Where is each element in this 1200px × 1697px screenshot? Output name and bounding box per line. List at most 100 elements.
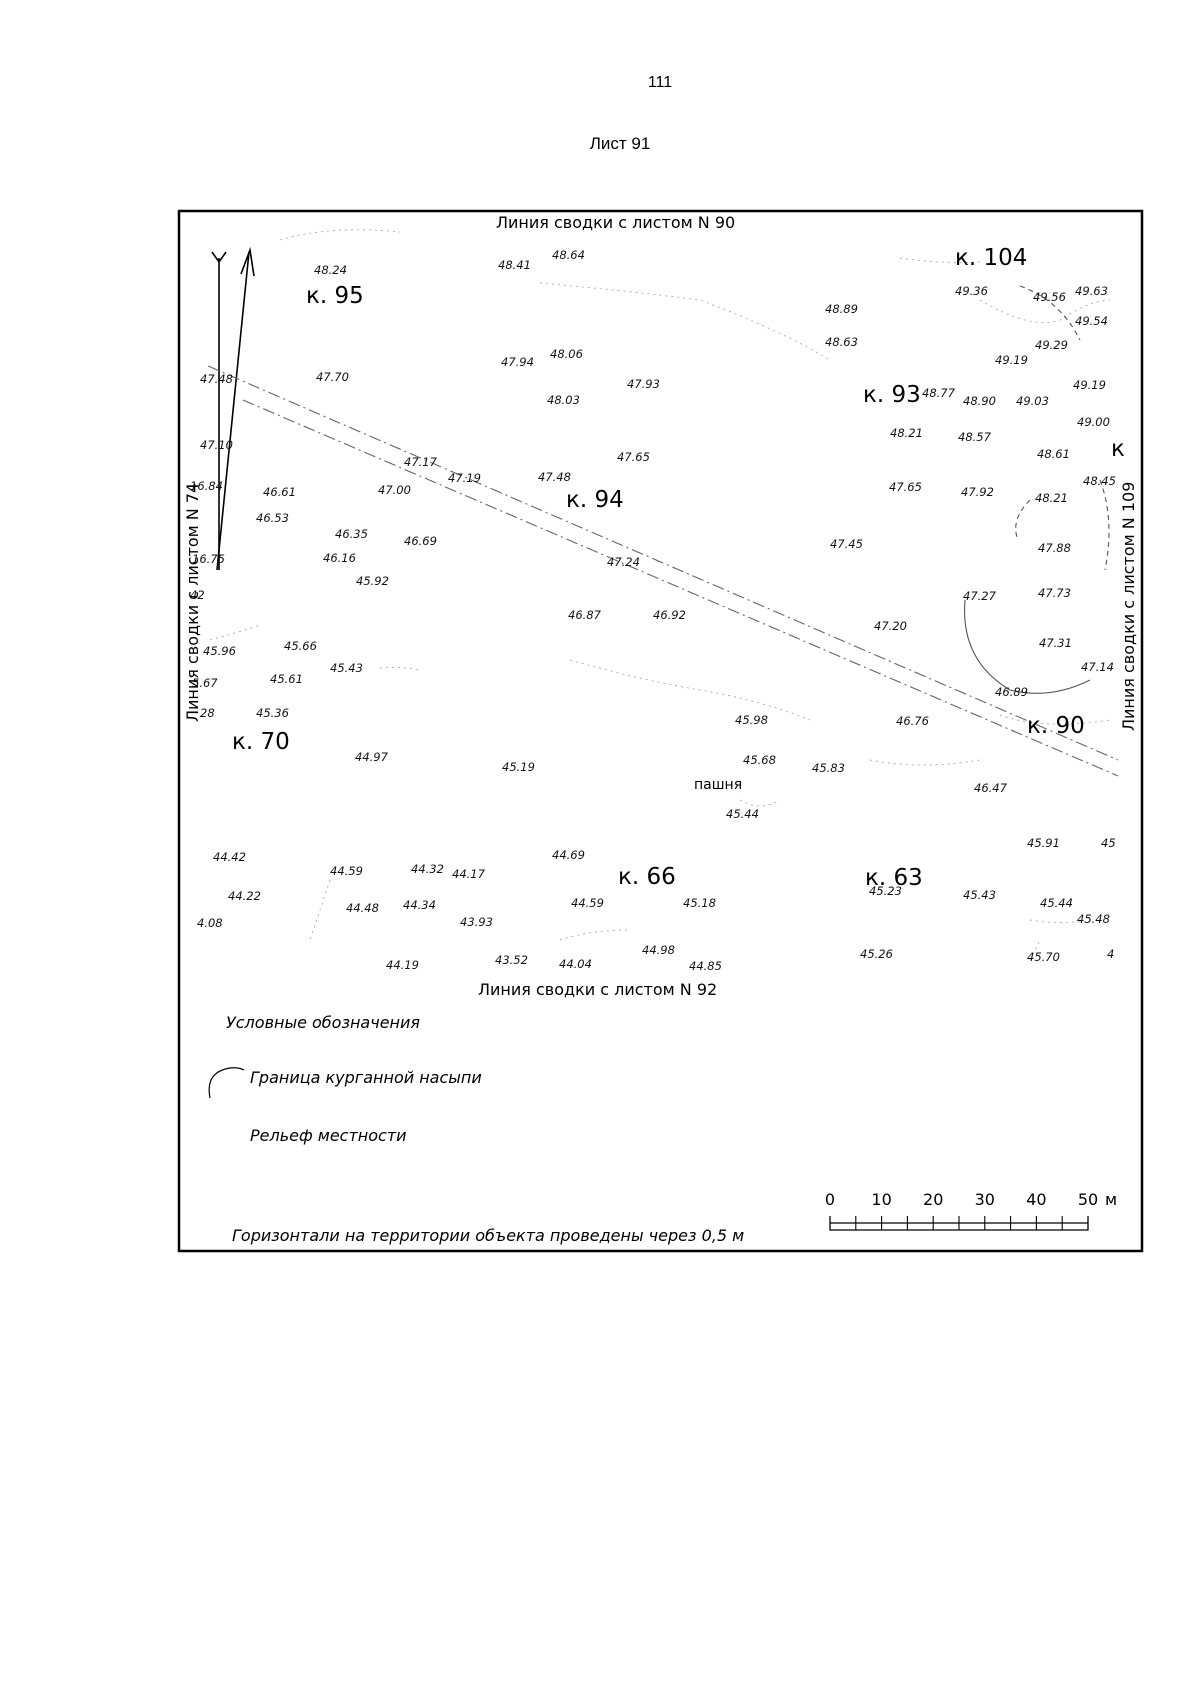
elevation-mark: 49.00 bbox=[1077, 415, 1110, 429]
elevation-mark: 47.24 bbox=[607, 555, 640, 569]
elevation-mark: 47.48 bbox=[200, 372, 233, 386]
elevation-mark: 44.34 bbox=[403, 898, 436, 912]
elevation-mark: 44.98 bbox=[642, 943, 675, 957]
border-label-top: Линия сводки с листом N 90 bbox=[496, 213, 735, 232]
elevation-mark: 45.19 bbox=[502, 760, 535, 774]
elevation-mark: 45.44 bbox=[1040, 896, 1073, 910]
elevation-mark: 45.66 bbox=[284, 639, 317, 653]
kurgan-label: к. 90 bbox=[1027, 713, 1085, 739]
elevation-mark: 45.70 bbox=[1027, 950, 1060, 964]
scale-bar-label: 20 bbox=[923, 1190, 943, 1209]
elevation-mark: 47.45 bbox=[830, 537, 863, 551]
elevation-mark: 4.08 bbox=[197, 916, 223, 930]
elevation-mark: 44.85 bbox=[689, 959, 722, 973]
elevation-mark: 47.27 bbox=[963, 589, 997, 603]
elevation-mark: 47.48 bbox=[538, 470, 571, 484]
elevation-mark: 45.96 bbox=[203, 644, 236, 658]
border-label-left: Линия сводки с листом N 74 bbox=[183, 483, 202, 722]
scale-bar-label: 10 bbox=[871, 1190, 891, 1209]
kurgan-label: к. 93 bbox=[863, 382, 921, 408]
elevation-mark: 49.54 bbox=[1075, 314, 1108, 328]
elevation-mark: 46.53 bbox=[256, 511, 289, 525]
kurgan-labels: к. 104 к. 95 к. 93 к. 94 к. 70 к. 90 к. … bbox=[232, 245, 1125, 891]
elevation-mark: 48.03 bbox=[547, 393, 580, 407]
elevation-mark: 43.52 bbox=[495, 953, 528, 967]
legend-title: Условные обозначения bbox=[226, 1013, 420, 1032]
elevation-mark: 47.92 bbox=[961, 485, 994, 499]
legend-relief: Рельеф местности bbox=[250, 1126, 407, 1145]
elevation-mark: 47.65 bbox=[889, 480, 922, 494]
elevation-mark: 47.65 bbox=[617, 450, 650, 464]
elevation-mark: 44.48 bbox=[346, 901, 379, 915]
elevation-mark: 48.90 bbox=[963, 394, 996, 408]
elevation-mark: 49.03 bbox=[1016, 394, 1049, 408]
elevation-mark: 48.89 bbox=[825, 302, 858, 316]
elevation-mark: 44.19 bbox=[386, 958, 419, 972]
elevation-mark: 46.87 bbox=[568, 608, 602, 622]
elevation-mark: 46.61 bbox=[263, 485, 296, 499]
elevation-mark: 42 bbox=[190, 588, 205, 602]
elevation-mark: 45.43 bbox=[963, 888, 996, 902]
elevation-mark: 45.18 bbox=[683, 896, 716, 910]
elevation-mark: 44.59 bbox=[571, 896, 604, 910]
elevation-mark: 45.23 bbox=[869, 884, 902, 898]
elevation-mark: 45.43 bbox=[330, 661, 363, 675]
kurgan-label: к. 70 bbox=[232, 729, 290, 755]
elevation-mark: 45 bbox=[1101, 836, 1116, 850]
elevation-mark: 44.42 bbox=[213, 850, 246, 864]
elevation-mark: 47.19 bbox=[448, 471, 481, 485]
legend-mound-boundary: Граница курганной насыпи bbox=[250, 1068, 482, 1087]
kurgan-label: к bbox=[1111, 436, 1125, 462]
elevation-mark: 45.91 bbox=[1027, 836, 1060, 850]
elevation-mark: 48.21 bbox=[890, 426, 923, 440]
border-label-bottom: Линия сводки с листом N 92 bbox=[478, 980, 717, 999]
legend: Условные обозначения Граница курганной н… bbox=[208, 1013, 744, 1245]
land-use-label: пашня bbox=[694, 777, 742, 793]
elevation-mark: 45.92 bbox=[356, 574, 389, 588]
elevation-mark: 4 bbox=[1107, 947, 1114, 961]
elevation-mark: 48.21 bbox=[1035, 491, 1068, 505]
north-arrow-icon bbox=[211, 246, 255, 571]
elevation-mark: 44.97 bbox=[355, 750, 389, 764]
elevation-mark: 48.77 bbox=[922, 386, 956, 400]
elevation-mark: 45.44 bbox=[726, 807, 759, 821]
elevation-mark: 45.61 bbox=[270, 672, 303, 686]
elevation-mark: 47.00 bbox=[378, 483, 411, 497]
elevation-mark: 48.06 bbox=[550, 347, 583, 361]
kurgan-label: к. 95 bbox=[306, 283, 364, 309]
elevation-mark: 47.73 bbox=[1038, 586, 1071, 600]
elevation-mark: 45.36 bbox=[256, 706, 289, 720]
elevation-mark: 49.36 bbox=[955, 284, 988, 298]
elevation-mark: 45.26 bbox=[860, 947, 893, 961]
elevation-mark: 49.63 bbox=[1075, 284, 1108, 298]
elevation-mark: 47.94 bbox=[501, 355, 534, 369]
elevation-mark: 46.89 bbox=[995, 685, 1028, 699]
elevation-mark: 5.67 bbox=[192, 676, 218, 690]
sheet-title: Лист 91 bbox=[589, 134, 651, 153]
elevation-mark: 46.92 bbox=[653, 608, 686, 622]
road-dashed-lines bbox=[207, 365, 1119, 777]
elevation-mark: 45.48 bbox=[1077, 912, 1110, 926]
elevation-mark: 48.61 bbox=[1037, 447, 1070, 461]
elevation-mark: 44.69 bbox=[552, 848, 585, 862]
elevation-mark: 46.76 bbox=[896, 714, 929, 728]
kurgan-label: к. 94 bbox=[566, 487, 624, 513]
elevation-mark: 43.93 bbox=[460, 915, 493, 929]
elevation-mark: 49.19 bbox=[995, 353, 1028, 367]
elevation-mark: 47.17 bbox=[404, 455, 438, 469]
elevation-mark: 48.64 bbox=[552, 248, 585, 262]
legend-contour-note: Горизонтали на территории объекта провед… bbox=[232, 1226, 744, 1245]
elevation-mark: 47.88 bbox=[1038, 541, 1071, 555]
elevation-mark: 49.19 bbox=[1073, 378, 1106, 392]
map-frame bbox=[177, 209, 1144, 1253]
elevation-mark: 47.20 bbox=[874, 619, 907, 633]
elevation-mark: 44.04 bbox=[559, 957, 592, 971]
elevation-mark: 16.84 bbox=[190, 479, 223, 493]
kurgan-label: к. 104 bbox=[955, 245, 1027, 271]
elevation-mark: 47.14 bbox=[1081, 660, 1114, 674]
elevation-mark: 16.75 bbox=[192, 552, 225, 566]
mound-boundaries bbox=[963, 285, 1110, 694]
